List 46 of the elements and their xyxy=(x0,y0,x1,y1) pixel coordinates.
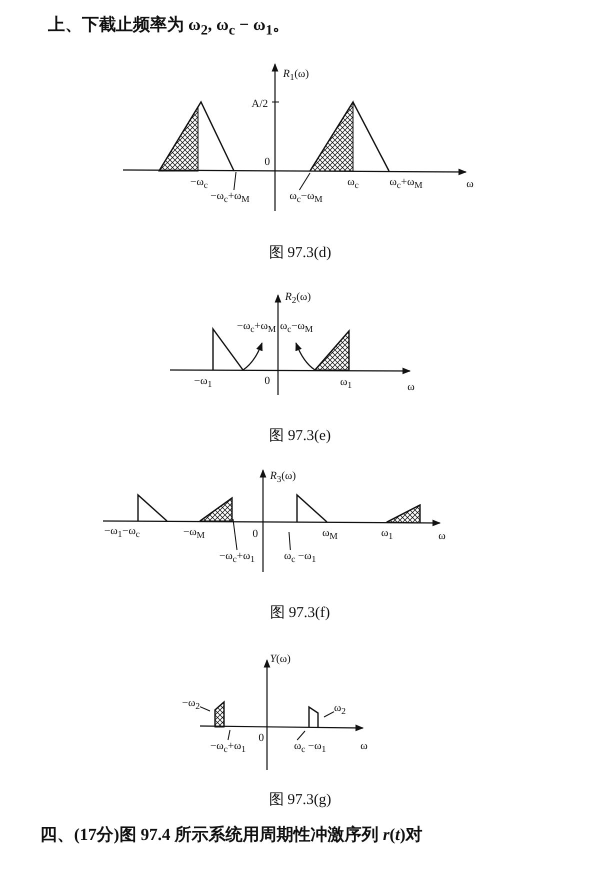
tick-label: ω$_{c}$−ω$_{M}$ xyxy=(280,320,313,336)
leader-line xyxy=(288,532,291,550)
axis-title: R$_{2}$(ω) xyxy=(285,291,311,308)
axis-title: ω xyxy=(438,530,446,543)
figure-caption: 图 97.3(f) xyxy=(270,604,330,622)
tick-label: A/2 xyxy=(252,98,268,111)
tick-label: ω$_{c}$+ω$_{M}$ xyxy=(390,176,422,192)
tick-label: ω$_{1}$ xyxy=(381,527,393,544)
tick-label: −ω$_{c}$+ω$_{M}$ xyxy=(236,320,276,336)
body-text: 上、下截止频率为 ω$_{2}$, ω$_{c}$ − ω$_{1}$。 xyxy=(48,15,290,40)
axis-title: ω xyxy=(360,740,368,753)
axis-title: R$_{3}$(ω) xyxy=(270,470,296,486)
tick-label: −ω$_{c}$ xyxy=(190,176,208,192)
leader-line xyxy=(298,172,310,190)
tick-label: −ω$_{1}$ xyxy=(194,375,212,392)
tick-label: ω$_{c}$ −ω$_{1}$ xyxy=(284,550,316,566)
leader-line xyxy=(233,172,236,190)
leader-line xyxy=(232,518,238,550)
tick-label: −ω$_{c}$+ω$_{1}$ xyxy=(210,740,246,756)
tick-label: 0 xyxy=(258,732,264,745)
figure-caption: 图 97.3(d) xyxy=(268,244,332,262)
tick-label: −ω$_{1}$−ω$_{c}$ xyxy=(104,525,140,542)
tick-label: ω$_{c}$ −ω$_{1}$ xyxy=(294,740,326,756)
figure-caption: 图 97.3(g) xyxy=(268,791,332,809)
tick-label: 0 xyxy=(252,528,258,541)
axis-title: ω xyxy=(466,178,474,191)
tick-label: ω$_{2}$ xyxy=(334,702,346,718)
tick-label: −ω$_{c}$+ω$_{1}$ xyxy=(219,550,255,566)
tick-label: ω$_{M}$ xyxy=(322,527,338,544)
axis-title: R$_{1}$(ω) xyxy=(283,68,309,84)
leader-line xyxy=(228,730,230,740)
leader-line xyxy=(200,706,210,712)
tick-label: ω$_{1}$ xyxy=(340,376,352,392)
tick-label: 0 xyxy=(264,156,270,169)
tick-label: ω$_{c}$−ω$_{M}$ xyxy=(290,190,322,206)
leader-line xyxy=(324,711,334,718)
body-text: 四、(17分)图 97.4 所示系统用周期性冲激序列 r(t)对 xyxy=(40,825,423,845)
figure-caption: 图 97.3(e) xyxy=(269,427,331,445)
tick-label: ω$_{c}$ xyxy=(347,176,359,192)
tick-label: −ω$_{M}$ xyxy=(183,526,205,542)
tick-label: −ω$_{c}$+ω$_{M}$ xyxy=(210,190,250,206)
leader-line xyxy=(296,730,306,740)
axis-title: ω xyxy=(407,381,415,394)
axis-title: Y(ω) xyxy=(270,653,291,666)
tick-label: 0 xyxy=(264,375,270,388)
tick-label: −ω$_{2}$ xyxy=(182,697,200,714)
